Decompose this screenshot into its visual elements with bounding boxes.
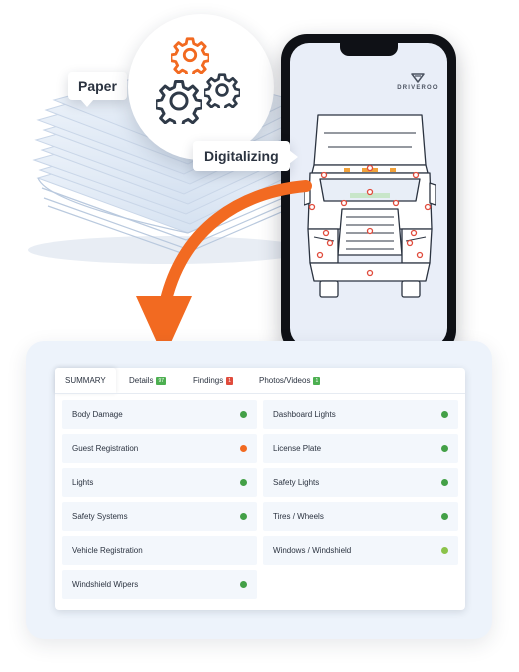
- brand-logo: DRIVEROO: [394, 73, 442, 91]
- phone-screen: DRIVEROO: [290, 43, 447, 347]
- summary-item-label: License Plate: [273, 444, 322, 453]
- tab-summary[interactable]: SUMMARY: [55, 368, 116, 394]
- phone-mockup: DRIVEROO: [281, 34, 456, 356]
- summary-item[interactable]: Guest Registration: [62, 434, 257, 463]
- summary-item[interactable]: Windows / Windshield: [263, 536, 458, 565]
- summary-item-label: Guest Registration: [72, 444, 139, 453]
- summary-item[interactable]: Windshield Wipers: [62, 570, 257, 599]
- status-dot: [240, 479, 247, 486]
- summary-item[interactable]: Body Damage: [62, 400, 257, 429]
- status-dot: [240, 513, 247, 520]
- summary-item[interactable]: Lights: [62, 468, 257, 497]
- status-dot: [240, 581, 247, 588]
- summary-item-label: Body Damage: [72, 410, 123, 419]
- driveroo-logo-icon: [411, 73, 425, 83]
- truck-front-illustration: [304, 114, 436, 298]
- summary-item[interactable]: Dashboard Lights: [263, 400, 458, 429]
- status-dot: [240, 411, 247, 418]
- summary-item-label: Windows / Windshield: [273, 546, 352, 555]
- status-dot: [441, 445, 448, 452]
- summary-item-label: Windshield Wipers: [72, 580, 139, 589]
- gear-icon: [171, 37, 209, 74]
- status-dot: [441, 547, 448, 554]
- digitalizing-callout-label: Digitalizing: [204, 148, 279, 164]
- digitalizing-callout: Digitalizing: [193, 141, 298, 171]
- summary-item-label: Lights: [72, 478, 94, 487]
- tab-photos-videos-label: Photos/Videos: [259, 376, 311, 385]
- paper-callout-label: Paper: [78, 78, 117, 94]
- summary-item-label: Dashboard Lights: [273, 410, 336, 419]
- summary-item-label: Tires / Wheels: [273, 512, 324, 521]
- tab-summary-label: SUMMARY: [65, 376, 106, 385]
- summary-item[interactable]: Tires / Wheels: [263, 502, 458, 531]
- paper-callout: Paper: [68, 72, 127, 107]
- brand-name: DRIVEROO: [397, 85, 439, 91]
- summary-item[interactable]: Safety Systems: [62, 502, 257, 531]
- gear-icon: [156, 79, 202, 124]
- photos-videos-count-badge: 1: [313, 377, 321, 385]
- summary-item-label: Vehicle Registration: [72, 546, 143, 555]
- tab-divider: [55, 393, 465, 394]
- status-dot: [441, 479, 448, 486]
- summary-item[interactable]: Safety Lights: [263, 468, 458, 497]
- summary-item[interactable]: Vehicle Registration: [62, 536, 257, 565]
- tab-details-label: Details: [129, 376, 154, 385]
- summary-item-label: Safety Lights: [273, 478, 320, 487]
- curved-arrow-icon: [136, 180, 312, 358]
- details-count-badge: 97: [156, 377, 167, 385]
- gears-badge: [128, 14, 274, 160]
- gear-icon: [204, 73, 240, 108]
- status-dot: [441, 411, 448, 418]
- summary-item[interactable]: License Plate: [263, 434, 458, 463]
- tab-findings-label: Findings: [193, 376, 224, 385]
- summary-item-label: Safety Systems: [72, 512, 128, 521]
- status-dot: [240, 445, 247, 452]
- findings-count-badge: 1: [226, 377, 234, 385]
- status-dot: [441, 513, 448, 520]
- phone-notch: [339, 43, 398, 56]
